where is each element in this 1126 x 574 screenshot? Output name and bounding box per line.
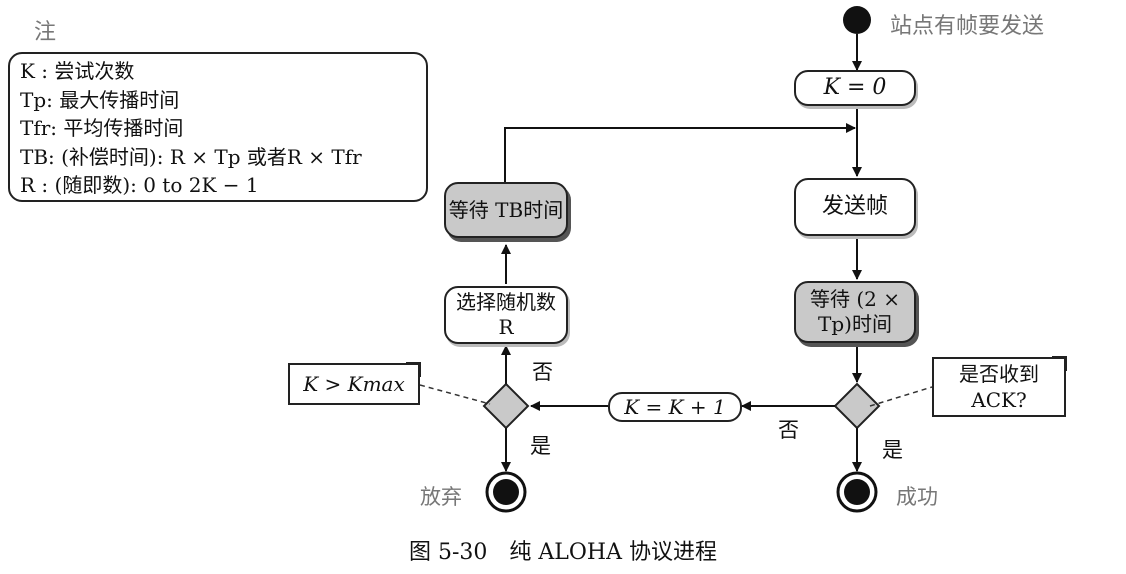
- legend-box: K : 尝试次数 Tp: 最大传播时间 Tfr: 平均传播时间 TB: (补偿时…: [8, 52, 428, 202]
- ack-note-text: 是否收到 ACK?: [959, 362, 1039, 412]
- kmax-note-text: K > Kmax: [303, 372, 405, 396]
- legend-line-r: R : (随即数): 0 to 2K − 1: [20, 173, 259, 197]
- start-node: [843, 6, 871, 34]
- choose-random-text: 选择随机数 R: [456, 290, 556, 339]
- success-end-node-core: [844, 479, 870, 505]
- abort-end-node-core: [493, 479, 519, 505]
- kmax-decision-diamond: [482, 382, 530, 430]
- kmax-note-connector: [419, 384, 491, 405]
- send-frame-node: 发送帧: [794, 178, 916, 236]
- ack-no-label: 否: [778, 418, 799, 442]
- figure-caption: 图 5-30 纯 ALOHA 协议进程: [408, 540, 717, 565]
- k-zero-text: K = 0: [823, 75, 887, 100]
- ack-yes-label: 是: [882, 438, 903, 462]
- wait-2tp-node: 等待 (2 × Tp)时间: [794, 281, 916, 343]
- abort-label: 放弃: [420, 485, 462, 509]
- ack-note: 是否收到 ACK?: [932, 357, 1066, 417]
- legend-line-k: K : 尝试次数: [20, 59, 135, 83]
- edge-wait-tb-loop: [504, 123, 856, 182]
- ack-note-connector: [869, 386, 933, 407]
- wait-tb-text: 等待 TB时间: [448, 198, 564, 222]
- k-zero-node: K = 0: [794, 70, 916, 106]
- start-label: 站点有帧要发送: [890, 14, 1045, 39]
- kmax-yes-label: 是: [530, 434, 551, 458]
- send-frame-text: 发送帧: [821, 194, 888, 219]
- kmax-no-label: 否: [532, 360, 553, 384]
- kmax-note: K > Kmax: [288, 363, 420, 405]
- k-increment-node: K = K + 1: [608, 392, 742, 422]
- legend-line-tfr: Tfr: 平均传播时间: [20, 116, 184, 140]
- note-title: 注: [34, 20, 57, 45]
- wait-2tp-text: 等待 (2 × Tp)时间: [810, 287, 900, 336]
- choose-random-node: 选择随机数 R: [444, 286, 568, 344]
- legend-line-tb: TB: (补偿时间): R × Tp 或者R × Tfr: [20, 144, 362, 169]
- legend-line-tp: Tp: 最大传播时间: [20, 87, 180, 112]
- k-increment-text: K = K + 1: [624, 395, 726, 419]
- success-label: 成功: [896, 485, 938, 509]
- wait-tb-node: 等待 TB时间: [444, 182, 568, 238]
